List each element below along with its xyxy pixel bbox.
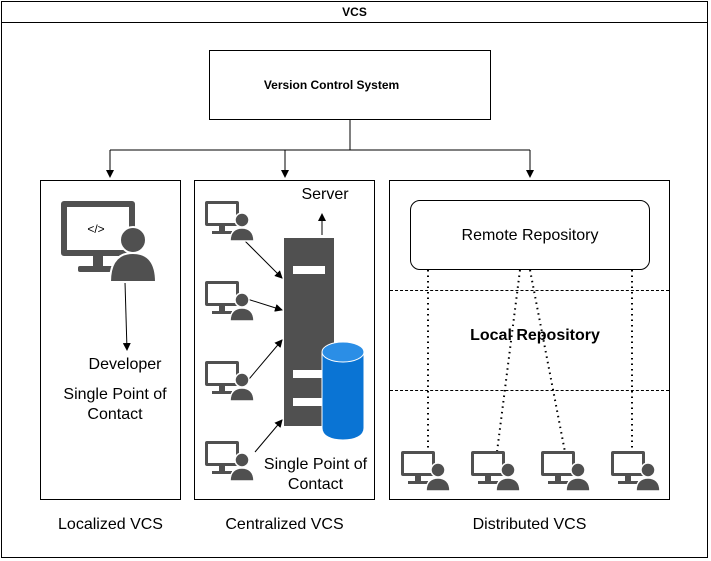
distributed-caption: Distributed VCS: [472, 516, 587, 533]
arrow-client3: [243, 339, 283, 386]
local-repository-label: Local Repository: [470, 327, 600, 344]
svg-text:</>: </>: [87, 222, 104, 236]
dashed-separator-bottom: [390, 390, 669, 391]
client-workstation-icon: [205, 281, 255, 322]
remote-repository-node: Remote Repository: [410, 200, 650, 270]
database-cylinder-icon: [321, 341, 365, 441]
arrow-to-developer: [122, 281, 131, 351]
peer-workstation-icon: [541, 451, 591, 492]
server-label: Server: [301, 186, 349, 203]
peer-workstation-icon: [611, 451, 661, 492]
localized-contact-label: Single Point of Contact: [63, 386, 167, 423]
arrow-client1: [243, 239, 283, 279]
centralized-contact-label: Single Point of Contact: [263, 456, 368, 493]
client-workstation-icon: [205, 201, 255, 242]
peer-workstation-icon: [471, 451, 521, 492]
dashed-separator-top: [390, 290, 669, 291]
client-workstation-icon: [205, 361, 255, 402]
localized-vcs-box: [40, 180, 181, 500]
client-workstation-icon: [205, 441, 255, 482]
localized-caption: Localized VCS: [58, 516, 163, 533]
peer-workstation-icon: [401, 451, 451, 492]
developer-label: Developer: [88, 356, 162, 373]
developer-workstation-icon: </>: [61, 201, 156, 283]
dotted-link-3: [529, 269, 566, 453]
root-node: [209, 50, 491, 120]
centralized-caption: Centralized VCS: [225, 516, 344, 533]
root-node-label: Version Control System: [263, 78, 400, 92]
diagram-title: VCS: [1, 1, 708, 23]
arrow-client2: [243, 297, 283, 312]
dotted-link-2: [496, 269, 521, 453]
arrow-client4: [254, 419, 283, 453]
